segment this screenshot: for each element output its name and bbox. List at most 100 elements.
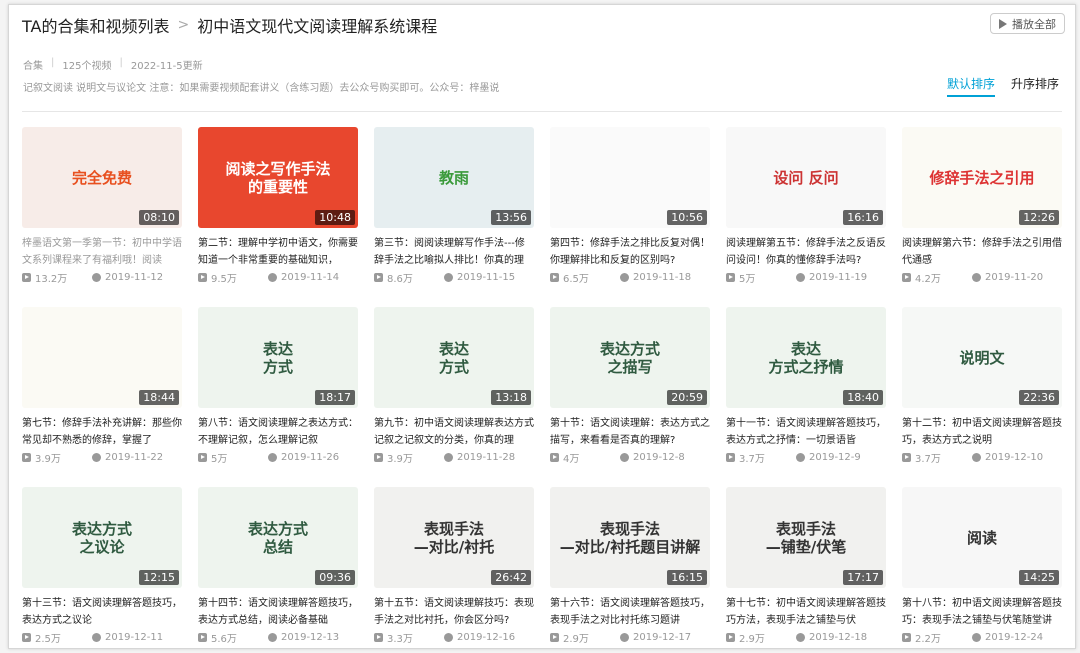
view-count: 13.2万 [35, 274, 68, 285]
breadcrumb: TA的合集和视频列表 > 初中语文现代文阅读理解系统课程 [22, 13, 437, 37]
video-card[interactable]: 修辞手法之引用 12:26 阅读理解第六节：修辞手法之引用借代通感 4.2万 2… [902, 127, 1062, 287]
video-card[interactable]: 教雨 13:56 第三节：阅阅读理解写作手法---修辞手法之比喻拟人排比！你真的… [374, 127, 534, 287]
video-thumbnail[interactable]: 表达 方式 13:18 [374, 307, 534, 408]
play-count-icon [902, 273, 911, 282]
video-thumbnail[interactable]: 教雨 13:56 [374, 127, 534, 228]
video-thumbnail[interactable]: 阅读之写作手法 的重要性 10:48 [198, 127, 358, 228]
video-duration: 26:42 [491, 570, 531, 585]
video-stats: 2.5万 2019-12-11 [22, 630, 182, 645]
video-card[interactable]: 18:44 第七节：修辞手法补充讲解：那些你常见却不熟悉的修辞，掌握了 3.9万… [22, 307, 182, 467]
video-thumbnail[interactable]: 完全免费 08:10 [22, 127, 182, 228]
clock-icon [620, 633, 629, 642]
play-icon [999, 18, 1007, 29]
video-title[interactable]: 第二节：理解中学初中语文，你需要知道一个非常重要的基础知识， [198, 238, 358, 266]
video-card[interactable]: 表达方式 总结 09:36 第十四节：语文阅读理解答题技巧，表达方式总结，阅读必… [198, 487, 358, 647]
video-title[interactable]: 第九节：初中语文阅读理解表达方式记叙之记叙文的分类，你真的理 [374, 418, 534, 446]
video-card[interactable]: 阅读 14:25 第十八节：初中语文阅读理解答题技巧：表现手法之铺垫与伏笔随堂讲… [902, 487, 1062, 647]
video-title[interactable]: 第十八节：初中语文阅读理解答题技巧：表现手法之铺垫与伏笔随堂讲 [902, 598, 1062, 626]
video-card[interactable]: 阅读之写作手法 的重要性 10:48 第二节：理解中学初中语文，你需要知道一个非… [198, 127, 358, 287]
video-card[interactable]: 表现手法 —对比/衬托 26:42 第十五节：语文阅读理解技巧：表现手法之对比衬… [374, 487, 534, 647]
upload-date: 2019-11-28 [457, 452, 516, 463]
play-count-icon [726, 273, 735, 282]
play-count-icon [198, 633, 207, 642]
video-thumbnail[interactable]: 表达方式 之议论 12:15 [22, 487, 182, 588]
upload-date: 2019-12-8 [633, 452, 685, 463]
video-thumbnail[interactable]: 表达方式 之描写 20:59 [550, 307, 710, 408]
video-duration: 09:36 [315, 570, 355, 585]
video-card[interactable]: 表达 方式 13:18 第九节：初中语文阅读理解表达方式记叙之记叙文的分类，你真… [374, 307, 534, 467]
collection-meta: 合集| 125个视频| 2022-11-5更新 [23, 57, 203, 72]
video-card[interactable]: 设问 反问 16:16 阅读理解第五节：修辞手法之反语反问设问！你真的懂修辞手法… [726, 127, 886, 287]
video-title[interactable]: 梓墨语文第一季第一节：初中中学语文系列课程来了有福利哦！阅读 [22, 238, 182, 266]
sort-ascending-tab[interactable]: 升序排序 [1010, 77, 1059, 91]
sort-default-tab[interactable]: 默认排序 [946, 75, 995, 97]
video-thumbnail[interactable]: 修辞手法之引用 12:26 [902, 127, 1062, 228]
video-thumbnail[interactable]: 阅读 14:25 [902, 487, 1062, 588]
divider: | [119, 57, 123, 68]
video-title[interactable]: 第三节：阅阅读理解写作手法---修辞手法之比喻拟人排比！你真的理 [374, 238, 525, 266]
video-title[interactable]: 第四节：修辞手法之排比反复对偶！你理解排比和反复的区别吗? [550, 238, 710, 266]
video-stats: 5万 2019-11-26 [198, 450, 358, 465]
video-thumbnail[interactable]: 表达 方式 18:17 [198, 307, 358, 408]
video-thumbnail[interactable]: 说明文 22:36 [902, 307, 1062, 408]
clock-icon [796, 633, 805, 642]
video-title[interactable]: 第八节：语文阅读理解之表达方式：不理解记叙，怎么理解记叙 [198, 418, 358, 446]
video-card[interactable]: 表达方式 之描写 20:59 第十节：语文阅读理解：表达方式之描写，来看看是否真… [550, 307, 710, 467]
video-stats: 5.6万 2019-12-13 [198, 630, 358, 645]
video-thumbnail[interactable]: 表达方式 总结 09:36 [198, 487, 358, 588]
breadcrumb-parent-link[interactable]: TA的合集和视频列表 [22, 17, 170, 36]
video-title[interactable]: 第十一节：语文阅读理解答题技巧，表达方式之抒情：一切景语皆 [726, 418, 886, 446]
thumbnail-caption: 设问 反问 [773, 168, 839, 187]
video-card[interactable]: 表现手法 —铺垫/伏笔 17:17 第十七节：初中语文阅读理解答题技巧方法，表现… [726, 487, 886, 647]
thumbnail-caption: 阅读 [966, 528, 997, 547]
video-card[interactable]: 说明文 22:36 第十二节：初中语文阅读理解答题技巧，表达方式之说明 3.7万… [902, 307, 1062, 467]
video-title[interactable]: 阅读理解第六节：修辞手法之引用借代通感 [902, 238, 1062, 266]
video-title[interactable]: 第十三节：语文阅读理解答题技巧，表达方式之议论 [22, 598, 182, 626]
video-thumbnail[interactable]: 表现手法 —对比/衬托题目讲解 16:15 [550, 487, 710, 588]
clock-icon [92, 633, 101, 642]
video-thumbnail[interactable]: 表现手法 —铺垫/伏笔 17:17 [726, 487, 886, 588]
video-card[interactable]: 表达 方式 18:17 第八节：语文阅读理解之表达方式：不理解记叙，怎么理解记叙… [198, 307, 358, 467]
divider: | [51, 57, 55, 68]
video-title[interactable]: 第十四节：语文阅读理解答题技巧，表达方式总结，阅读必备基础 [198, 598, 358, 626]
view-count: 9.5万 [211, 274, 237, 285]
video-title[interactable]: 第十五节：语文阅读理解技巧：表现手法之对比衬托，你会区分吗? [374, 598, 534, 626]
view-count: 5万 [739, 274, 756, 285]
video-card[interactable]: 10:56 第四节：修辞手法之排比反复对偶！你理解排比和反复的区别吗? 6.5万… [550, 127, 710, 287]
video-thumbnail[interactable]: 10:56 [550, 127, 710, 228]
video-title[interactable]: 第十六节：语文阅读理解答题技巧，表现手法之对比衬托练习题讲 [550, 598, 710, 626]
chevron-right-icon: > [177, 17, 190, 33]
upload-date: 2019-12-9 [809, 452, 861, 463]
video-thumbnail[interactable]: 18:44 [22, 307, 182, 408]
video-grid: 完全免费 08:10 梓墨语文第一季第一节：初中中学语文系列课程来了有福利哦！阅… [22, 127, 1062, 647]
view-count: 4万 [563, 454, 580, 465]
video-thumbnail[interactable]: 设问 反问 16:16 [726, 127, 886, 228]
video-title[interactable]: 第十二节：初中语文阅读理解答题技巧，表达方式之说明 [902, 418, 1062, 446]
video-card[interactable]: 表达 方式之抒情 18:40 第十一节：语文阅读理解答题技巧，表达方式之抒情：一… [726, 307, 886, 467]
video-stats: 2.2万 2019-12-24 [902, 630, 1062, 645]
video-duration: 20:59 [667, 390, 707, 405]
view-count: 6.5万 [563, 274, 589, 285]
video-title[interactable]: 阅读理解第五节：修辞手法之反语反问设问！你真的懂修辞手法吗? [726, 238, 886, 266]
view-count: 3.7万 [739, 454, 765, 465]
thumbnail-caption: 阅读之写作手法 的重要性 [225, 159, 331, 196]
upload-date: 2019-12-17 [633, 632, 692, 643]
clock-icon [92, 453, 101, 462]
video-card[interactable]: 表达方式 之议论 12:15 第十三节：语文阅读理解答题技巧，表达方式之议论 2… [22, 487, 182, 647]
thumbnail-caption: 完全免费 [71, 168, 132, 187]
video-title[interactable]: 第十节：语文阅读理解：表达方式之描写，来看看是否真的理解? [550, 418, 710, 446]
clock-icon [972, 453, 981, 462]
thumbnail-caption: 说明文 [959, 348, 1005, 367]
sort-tabs: 默认排序 升序排序 [946, 75, 1059, 97]
video-card[interactable]: 表现手法 —对比/衬托题目讲解 16:15 第十六节：语文阅读理解答题技巧，表现… [550, 487, 710, 647]
video-title[interactable]: 第七节：修辞手法补充讲解：那些你常见却不熟悉的修辞，掌握了 [22, 418, 182, 446]
video-title[interactable]: 第十七节：初中语文阅读理解答题技巧方法，表现手法之铺垫与伏 [726, 598, 886, 626]
thumbnail-caption: 表达方式 之议论 [71, 519, 132, 556]
play-count-icon [198, 273, 207, 282]
video-thumbnail[interactable]: 表达 方式之抒情 18:40 [726, 307, 886, 408]
video-card[interactable]: 完全免费 08:10 梓墨语文第一季第一节：初中中学语文系列课程来了有福利哦！阅… [22, 127, 182, 287]
video-stats: 3.7万 2019-12-9 [726, 450, 886, 465]
play-all-button[interactable]: 播放全部 [990, 13, 1065, 34]
upload-date: 2019-11-22 [105, 452, 164, 463]
video-thumbnail[interactable]: 表现手法 —对比/衬托 26:42 [374, 487, 534, 588]
